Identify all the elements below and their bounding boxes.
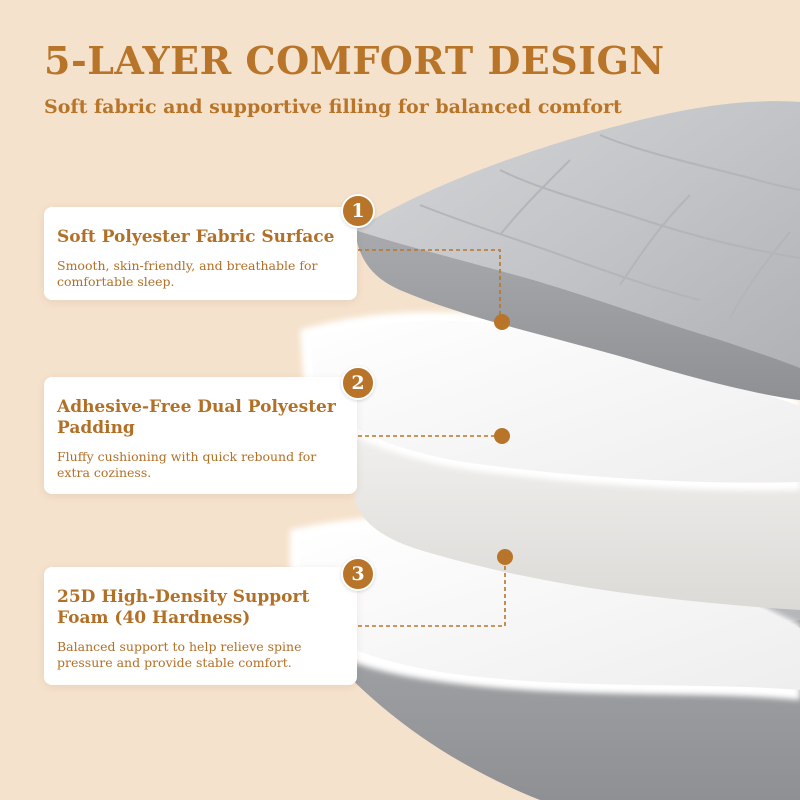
layer-card-3: 25D High-Density Support Foam (40 Hardne… [44, 567, 357, 685]
layer-number-badge: 2 [341, 366, 375, 400]
layer-title: Adhesive-Free Dual Polyester Padding [57, 397, 336, 438]
page-subtitle: Soft fabric and supportive filling for b… [44, 96, 622, 118]
layer-title: Soft Polyester Fabric Surface [57, 227, 335, 247]
layer-description: Fluffy cushioning with quick rebound for… [57, 449, 317, 480]
layer-description: Balanced support to help relieve spine p… [57, 639, 302, 670]
layer-card-2: Adhesive-Free Dual Polyester Padding Flu… [44, 377, 357, 494]
layer-card-1: Soft Polyester Fabric Surface Smooth, sk… [44, 207, 357, 300]
leader-lines [358, 249, 506, 627]
top-fabric-layer [355, 101, 800, 401]
layer-description: Smooth, skin-friendly, and breathable fo… [57, 258, 318, 289]
layer-number-badge: 3 [341, 557, 375, 591]
lower-padding-layer [290, 515, 800, 700]
layer-title: 25D High-Density Support Foam (40 Hardne… [57, 587, 310, 628]
page-title: 5-LAYER COMFORT DESIGN [44, 38, 665, 83]
layer-marker-dot [497, 549, 513, 565]
upper-padding-layer [300, 311, 800, 491]
layer-number-badge: 1 [341, 194, 375, 228]
layer-marker-dot [494, 314, 510, 330]
layer-marker-dot [494, 428, 510, 444]
